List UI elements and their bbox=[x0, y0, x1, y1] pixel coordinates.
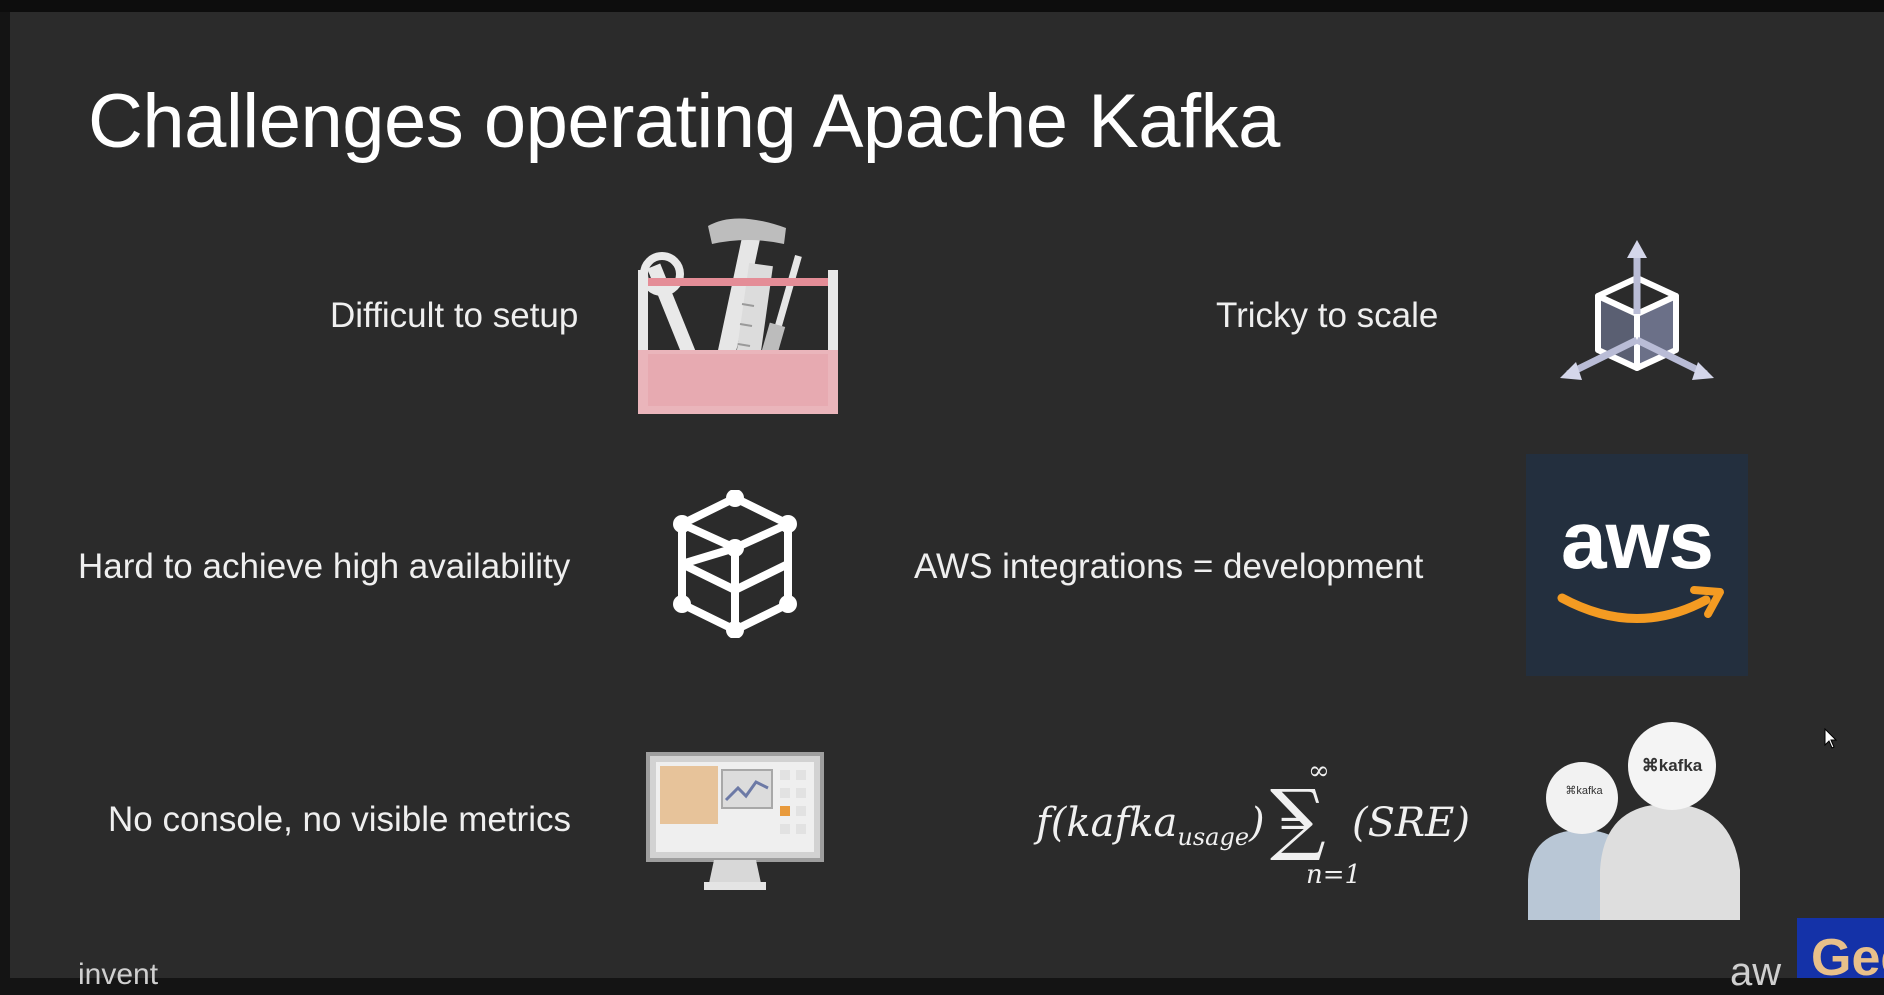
formula-lhs-close: ) = bbox=[1249, 800, 1311, 846]
aws-logo-text: aws bbox=[1561, 495, 1714, 586]
slide-title: Challenges operating Apache Kafka bbox=[88, 79, 1280, 164]
sre-formula: f(kafkausage) = ∞ ∑ n=1 (SRE) bbox=[1020, 756, 1470, 890]
formula-sum-lower: n=1 bbox=[1306, 860, 1362, 890]
label-difficult-setup: Difficult to setup bbox=[330, 296, 579, 335]
label-aws-integrations: AWS integrations = development bbox=[914, 547, 1424, 586]
monitor-dashboard-icon bbox=[646, 752, 824, 890]
kafka-badge-large-text: kafka bbox=[1658, 756, 1703, 775]
mouse-cursor-icon bbox=[1824, 728, 1838, 749]
footer-aws-logo: aw bbox=[1730, 950, 1782, 994]
formula-rhs: (SRE) bbox=[1352, 800, 1470, 846]
formula-lhs-main: f(kafka bbox=[1036, 800, 1178, 846]
formula-sum-symbol: ∑ bbox=[1270, 774, 1326, 864]
window-top-bar bbox=[0, 0, 1884, 12]
corner-watermark-badge: Gee bbox=[1797, 918, 1884, 978]
kafka-logo-icon: ⌘ bbox=[1641, 756, 1659, 775]
kafka-badge-small-text: kafka bbox=[1576, 785, 1603, 797]
kafka-logo-icon: ⌘ bbox=[1565, 785, 1577, 797]
toolbox-icon bbox=[638, 218, 838, 414]
aws-smile-icon bbox=[1557, 586, 1724, 623]
label-no-console: No console, no visible metrics bbox=[108, 800, 571, 839]
corner-badge-text: Gee bbox=[1811, 929, 1884, 978]
formula-lhs-sub: usage bbox=[1177, 823, 1250, 851]
label-high-availability: Hard to achieve high availability bbox=[78, 547, 571, 586]
kafka-badge-small: ⌘kafka bbox=[1562, 784, 1606, 797]
scale-cube-icon bbox=[1560, 240, 1714, 380]
formula-sum-upper: ∞ bbox=[1308, 756, 1330, 786]
aws-logo-icon: aws bbox=[1526, 454, 1748, 676]
wireframe-cube-icon bbox=[673, 490, 797, 638]
footer-reinvent-logo: invent bbox=[78, 958, 159, 991]
formula-lhs: f(kafkausage) = bbox=[1036, 800, 1311, 851]
kafka-badge-large: ⌘kafka bbox=[1636, 756, 1708, 776]
kafka-users-icon bbox=[1528, 722, 1740, 920]
label-tricky-scale: Tricky to scale bbox=[1216, 296, 1439, 335]
